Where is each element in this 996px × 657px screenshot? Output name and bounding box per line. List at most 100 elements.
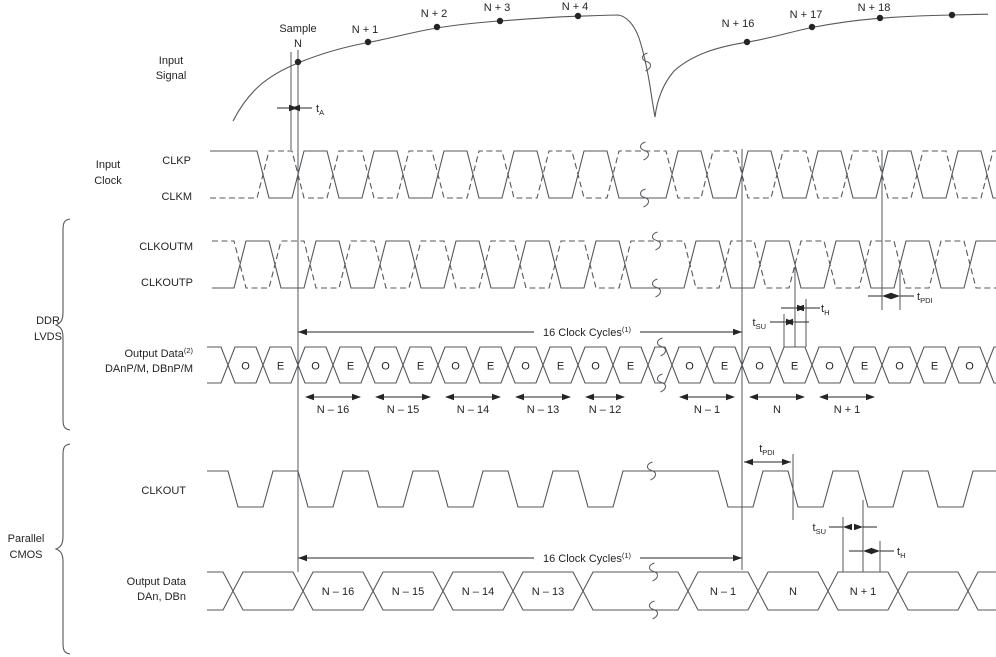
cmos-data-label: N – 13	[532, 586, 564, 598]
ddr-section-brace	[54, 218, 71, 431]
ddr-data-letter: E	[721, 361, 728, 373]
ddr-tsu-label: tSU	[753, 317, 766, 331]
ddr-data-letter: E	[931, 361, 938, 373]
arrowhead	[375, 393, 384, 401]
sample-label: N + 18	[858, 2, 891, 14]
clkoutp-label: CLKOUTP	[141, 277, 193, 289]
ddr-data-letter: O	[965, 361, 974, 373]
arrowhead	[786, 318, 795, 326]
cmos-data-label-line2: DAn, DBn	[137, 591, 186, 603]
break-squiggle	[640, 141, 649, 161]
arrowhead	[797, 304, 806, 312]
sample-label: N	[294, 38, 302, 50]
arrowhead	[733, 328, 742, 336]
clkm-waveform	[210, 150, 996, 199]
arrowhead	[562, 393, 571, 401]
arrowhead	[843, 523, 852, 531]
clkm-label: CLKM	[161, 191, 192, 203]
cmos-16cycles-label: 16 Clock Cycles(1)	[543, 551, 632, 565]
ddr-pair-label: N – 13	[527, 404, 559, 416]
cmos-data-label-line1: Output Data	[127, 576, 187, 588]
ddr-data-bottom	[207, 346, 996, 384]
cmos-group-label-line1: Parallel	[8, 533, 45, 545]
ddr-th-label: tH	[821, 303, 829, 317]
sample-label: N + 16	[722, 18, 755, 30]
arrowhead	[749, 393, 758, 401]
cmos-tsu-label: tSU	[813, 522, 826, 536]
sample-label: N + 17	[790, 9, 823, 21]
sample-dot	[743, 38, 751, 46]
ta-label: tA	[316, 103, 324, 117]
break-squiggle	[652, 278, 661, 298]
ddr-pair-label: N – 14	[457, 404, 489, 416]
break-squiggle	[649, 562, 658, 582]
ddr-group-label-line1: DDR	[36, 315, 60, 327]
sample-dot	[294, 58, 302, 66]
arrowhead	[616, 393, 625, 401]
arrowhead	[733, 554, 742, 562]
break-squiggle	[652, 231, 661, 251]
ddr-data-letter: E	[627, 361, 634, 373]
ddr-data-letter: E	[347, 361, 354, 373]
cmos-data-label: N – 14	[462, 586, 494, 598]
sample-dot	[876, 14, 884, 22]
arrowhead	[515, 393, 524, 401]
sample-label: N + 4	[562, 1, 589, 13]
sample-dot	[574, 12, 582, 20]
sample-label: N + 1	[352, 24, 379, 36]
ddr-pair-label: N	[773, 404, 781, 416]
break-squiggle	[649, 600, 658, 620]
ddr-data-letter: O	[895, 361, 904, 373]
ddr-pair-label: N – 12	[589, 404, 621, 416]
cmos-data-bottom	[207, 571, 996, 611]
input-signal-curve	[232, 13, 989, 122]
cmos-tpdi-label: tPDI	[759, 443, 775, 457]
cmos-section-brace	[54, 443, 71, 655]
input-clock-group-line1: Input	[96, 159, 120, 171]
arrowhead	[679, 393, 688, 401]
input-signal-label-line1: Input	[159, 55, 183, 67]
ddr-data-letter: E	[487, 361, 494, 373]
ddr-data-letter: O	[685, 361, 694, 373]
cmos-group-label-line2: CMOS	[10, 549, 43, 561]
arrowhead	[298, 328, 307, 336]
ddr-data-letter: O	[755, 361, 764, 373]
input-clock-group-line2: Clock	[94, 175, 122, 187]
arrowhead	[298, 554, 307, 562]
ddr-data-letter: O	[521, 361, 530, 373]
arrowhead	[866, 393, 875, 401]
ddr-data-label-line1: Output Data(2)	[125, 346, 194, 360]
ddr-pair-label: N – 15	[387, 404, 419, 416]
break-squiggle	[657, 373, 666, 393]
ddr-tpdi-label: tPDI	[917, 291, 933, 305]
arrowhead	[819, 393, 828, 401]
ddr-pair-label: N – 1	[694, 404, 720, 416]
break-squiggle	[642, 52, 651, 72]
cmos-data-label: N – 15	[392, 586, 424, 598]
clkout-waveform	[207, 470, 996, 508]
arrowhead	[422, 393, 431, 401]
ddr-data-letter: E	[861, 361, 868, 373]
cmos-data-label: N – 1	[710, 586, 736, 598]
sample-dot	[364, 38, 372, 46]
arrowhead	[863, 547, 872, 555]
ddr-data-label-line2: DAnP/M, DBnP/M	[105, 363, 193, 375]
ddr-16cycles-label: 16 Clock Cycles(1)	[543, 325, 632, 339]
ddr-data-letter: O	[451, 361, 460, 373]
ddr-data-letter: E	[277, 361, 284, 373]
input-signal-label-line2: Signal	[156, 70, 187, 82]
cmos-data-label: N + 1	[850, 586, 877, 598]
break-squiggle	[657, 337, 666, 357]
ddr-data-letter: E	[557, 361, 564, 373]
sample-dot	[433, 23, 441, 31]
arrowhead	[871, 547, 880, 555]
cmos-data-label: N – 16	[322, 586, 354, 598]
break-squiggle	[640, 188, 649, 208]
clkoutm-waveform	[212, 240, 996, 289]
arrowhead	[782, 458, 791, 466]
arrowhead	[305, 393, 314, 401]
arrowhead	[289, 104, 298, 112]
arrowhead	[445, 393, 454, 401]
